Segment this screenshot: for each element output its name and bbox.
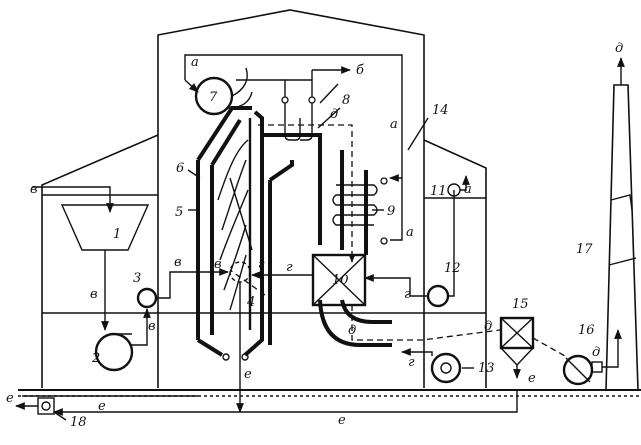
label-18: 18 (70, 415, 87, 430)
label-2: 2 (91, 351, 100, 366)
flow-v-burner: в (214, 257, 222, 272)
burner (229, 261, 313, 413)
label-12: 12 (444, 261, 461, 276)
gas-recirculation-fan (401, 348, 462, 384)
flow-a-right: а (390, 117, 398, 132)
label-14: 14 (432, 103, 449, 118)
dust-collector (499, 316, 535, 379)
flow-d-chimney: д (615, 41, 623, 56)
flow-v-mill: в (148, 319, 156, 334)
ground-line (18, 389, 641, 397)
building-outline (41, 9, 487, 388)
feedwater-line (184, 54, 403, 241)
furnace (196, 106, 264, 361)
flue-gas-path (229, 124, 566, 357)
coal-hopper (32, 186, 150, 260)
flow-g-fan: г (408, 355, 415, 370)
forced-draft-fan (364, 175, 470, 308)
label-16: 16 (578, 323, 595, 338)
label-1: 1 (113, 227, 121, 242)
coal-mill (94, 332, 134, 372)
gas-duct (262, 133, 392, 347)
flow-a-top: а (191, 55, 199, 70)
flow-g-burner: г (258, 257, 265, 272)
flow-g-duct: г (286, 260, 293, 275)
label-9: 9 (387, 204, 395, 219)
chimney (605, 57, 639, 391)
label-4: 4 (246, 295, 255, 310)
flow-d-top: д (330, 107, 338, 122)
label-15: 15 (512, 297, 529, 312)
economizer (332, 177, 388, 245)
flow-v-inlet: в (30, 182, 38, 197)
induced-draft-fan (562, 329, 622, 386)
flow-d-dust: д (484, 319, 492, 334)
flow-e-floor: е (98, 399, 106, 414)
number-labels: 1 2 3 4 5 6 7 8 9 10 11 12 13 14 15 16 1… (70, 90, 595, 430)
flow-d-fan: д (592, 345, 600, 360)
flow-e-mid: е (338, 413, 346, 428)
boiler-drum (194, 67, 253, 116)
flow-a-econ: а (406, 225, 414, 240)
flow-a-intake: а (464, 182, 472, 197)
label-3: 3 (133, 271, 141, 286)
label-6: 6 (176, 161, 184, 176)
label-5: 5 (175, 205, 183, 220)
flow-d-mid: д (348, 323, 356, 338)
label-8: 8 (342, 93, 350, 108)
flow-labels: а а а а б в в в в в г г г г д д д д д е … (6, 41, 623, 428)
label-10: 10 (332, 273, 349, 288)
flow-e-burner: е (244, 367, 252, 382)
ash-removal-unit (15, 390, 518, 416)
label-7: 7 (209, 90, 218, 105)
steam-line (236, 66, 351, 104)
flow-v-down: в (90, 287, 98, 302)
label-17: 17 (576, 242, 593, 257)
flow-e-dust: е (528, 371, 536, 386)
flow-v-duct: в (174, 255, 182, 270)
flow-g-air: г (404, 287, 411, 302)
label-13: 13 (478, 361, 495, 376)
label-11: 11 (430, 184, 447, 199)
flow-b: б (356, 63, 364, 78)
leader-lines (53, 107, 474, 421)
flow-e-left: е (6, 391, 14, 406)
